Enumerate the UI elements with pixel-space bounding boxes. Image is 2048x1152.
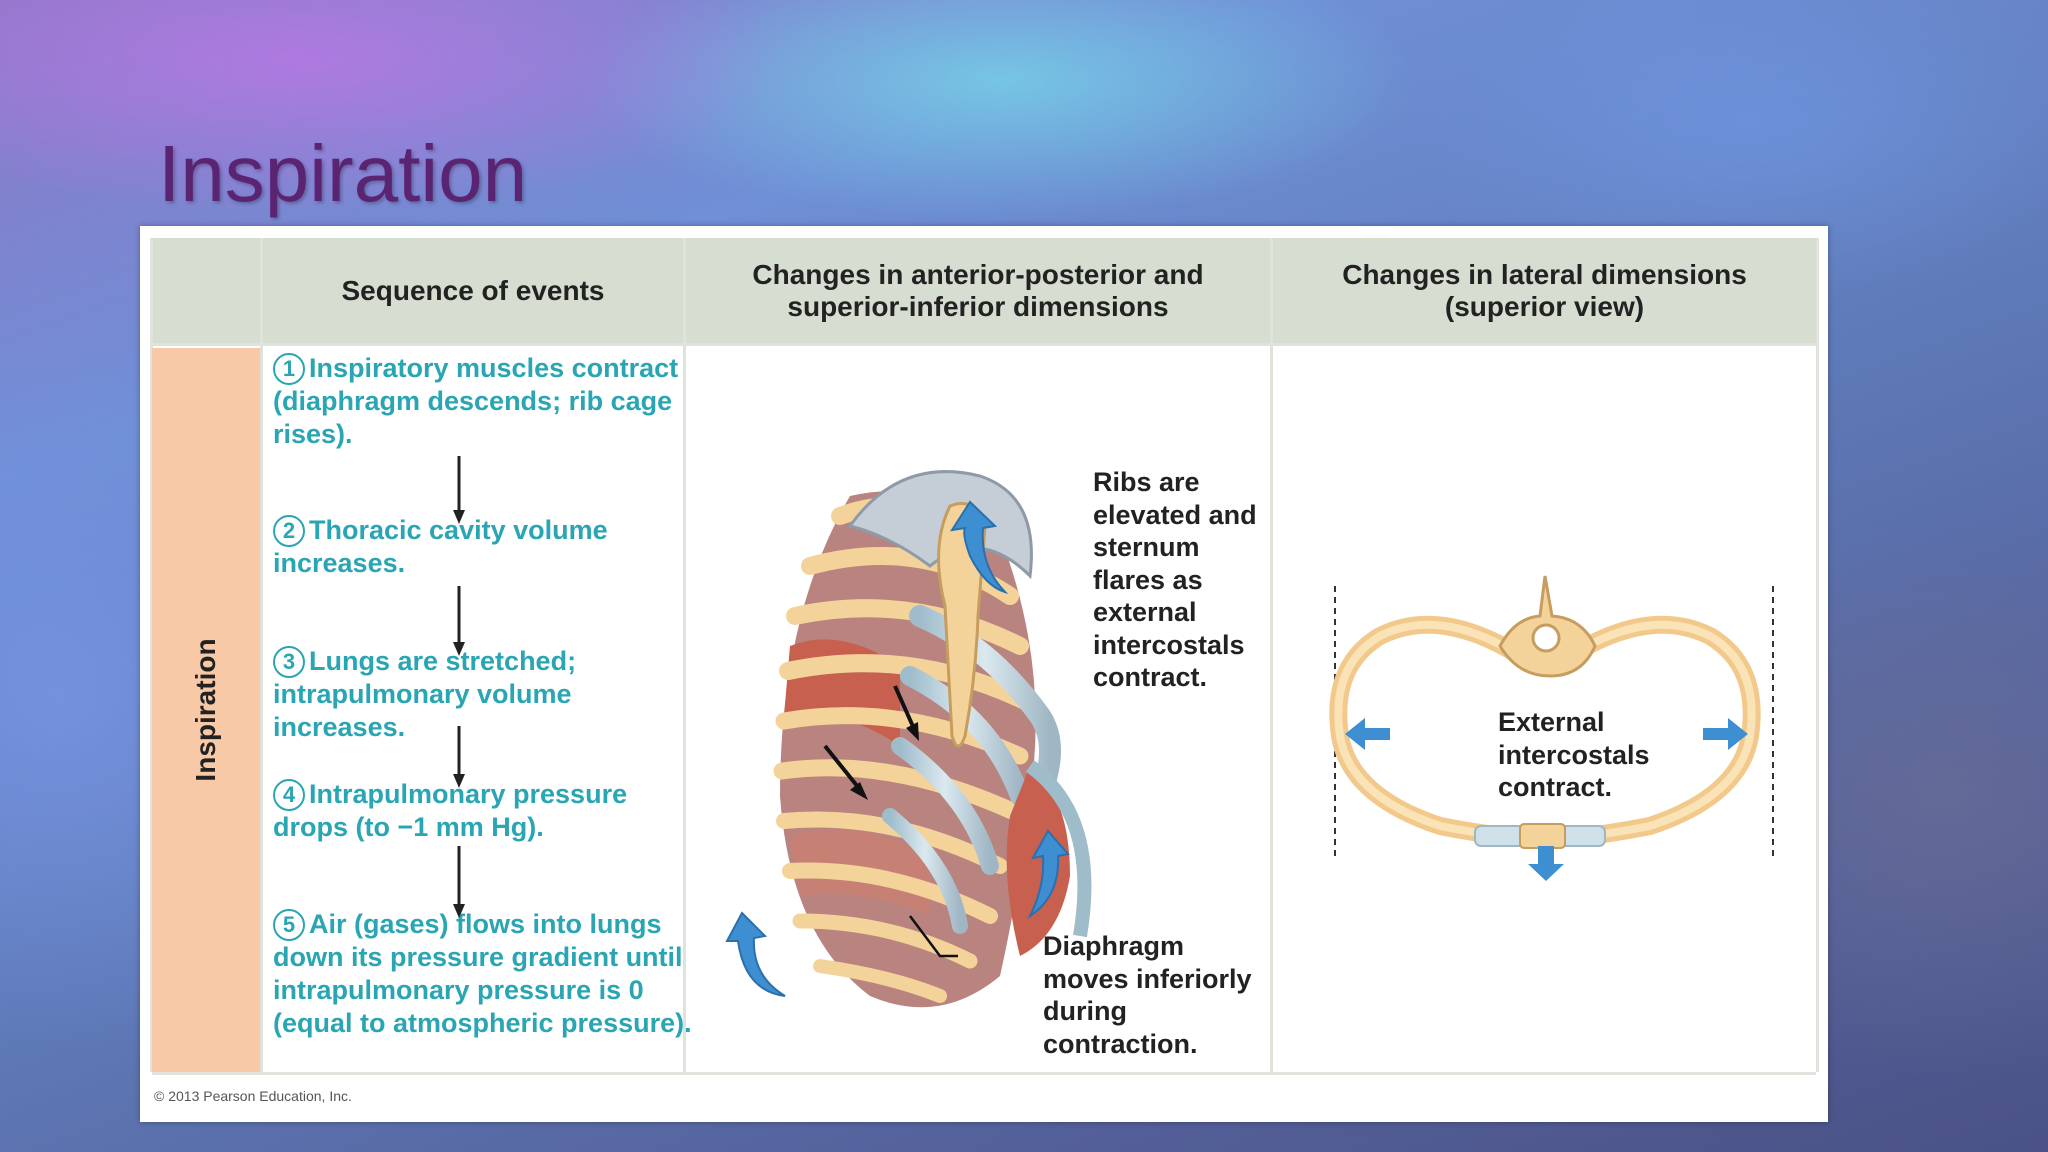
header-anterior-posterior: Changes in anterior-posterior and superi… [686, 238, 1270, 343]
step-text: Intrapulmonary pressure drops (to −1 mm … [273, 779, 628, 842]
step-text: Inspiratory muscles contract (diaphragm … [273, 353, 679, 449]
down-arrow-icon [453, 726, 465, 788]
header-lateral: Changes in lateral dimensions (superior … [1273, 238, 1816, 343]
header-corner [152, 238, 260, 343]
step-number: 4 [273, 779, 305, 811]
grid-line [152, 343, 1816, 346]
grid-line [1816, 238, 1819, 1072]
step-number: 1 [273, 353, 305, 385]
step-text: Thoracic cavity volume increases. [273, 515, 608, 578]
curved-up-arrow-icon [725, 911, 786, 997]
right-arrow-icon [1703, 718, 1748, 750]
row-label-text: Inspiration [190, 638, 221, 782]
rib-cage-illustration [725, 470, 1092, 1008]
step-text: Air (gases) flows into lungs down its pr… [273, 909, 692, 1038]
step-text: Lungs are stretched; intrapulmonary volu… [273, 646, 577, 742]
curved-up-arrow-icon [949, 500, 1009, 595]
down-arrow-icon [453, 586, 465, 656]
step-number: 3 [273, 646, 305, 678]
down-arrow-icon [850, 782, 868, 800]
grid-line [1270, 238, 1273, 1072]
grid-line [683, 238, 686, 1072]
superior-view-illustration [1329, 575, 1774, 881]
down-arrow-icon [453, 846, 465, 918]
grid-line [152, 1072, 1816, 1075]
down-arrow-icon [1528, 846, 1564, 881]
copyright-text: © 2013 Pearson Education, Inc. [154, 1088, 352, 1104]
figure-panel: Sequence of events Changes in anterior-p… [140, 226, 1828, 1122]
left-arrow-icon [1345, 718, 1390, 750]
ribs [773, 497, 1061, 1003]
row-label: Inspiration [152, 348, 260, 1072]
down-arrow-icon [906, 722, 919, 741]
step-number: 2 [273, 515, 305, 547]
curved-up-arrow-icon [1027, 829, 1070, 919]
slide-title: Inspiration [158, 129, 528, 218]
grid-line [260, 238, 263, 1072]
down-arrow-icon [453, 456, 465, 524]
grid-line [150, 238, 153, 1072]
step-number: 5 [273, 909, 305, 941]
header-sequence: Sequence of events [263, 238, 683, 343]
